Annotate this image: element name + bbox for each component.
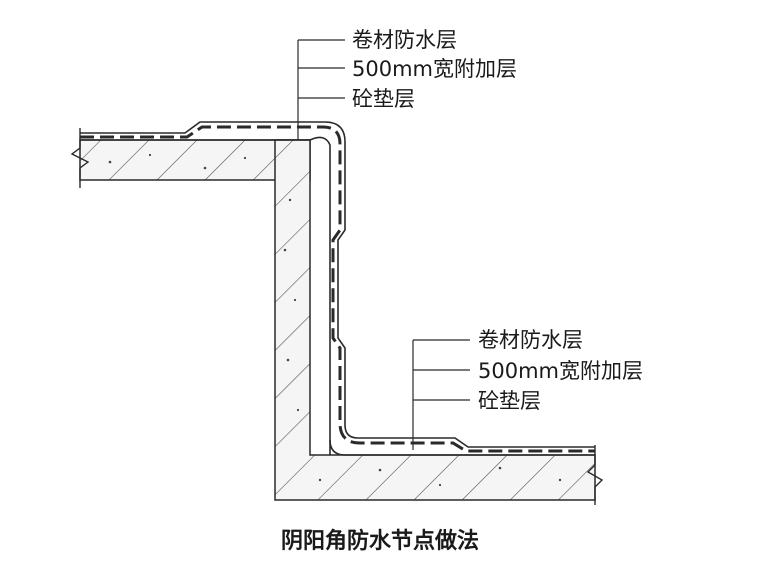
bottom-label-additional-layer: 500mm宽附加层 — [478, 359, 643, 383]
top-label-membrane: 卷材防水层 — [352, 28, 457, 52]
top-label-concrete-cushion: 砼垫层 — [352, 87, 415, 111]
diagram-caption: 阴阳角防水节点做法 — [281, 528, 479, 554]
top-label-additional-layer: 500mm宽附加层 — [352, 57, 517, 81]
leader-bottom — [412, 339, 470, 450]
bottom-label-membrane: 卷材防水层 — [478, 328, 583, 352]
membrane-inner — [80, 136, 331, 455]
leader-top — [297, 39, 345, 140]
break-mark-left — [70, 128, 90, 188]
concrete-wall-vertical — [274, 139, 596, 501]
bottom-label-concrete-cushion: 砼垫层 — [478, 389, 541, 413]
membrane-layers — [80, 121, 595, 456]
aggregate-dots — [108, 153, 562, 487]
membrane-outer — [80, 121, 595, 448]
membrane-middle — [80, 125, 595, 453]
break-mark-right — [586, 445, 604, 505]
membrane-inner-bottom — [329, 439, 595, 456]
